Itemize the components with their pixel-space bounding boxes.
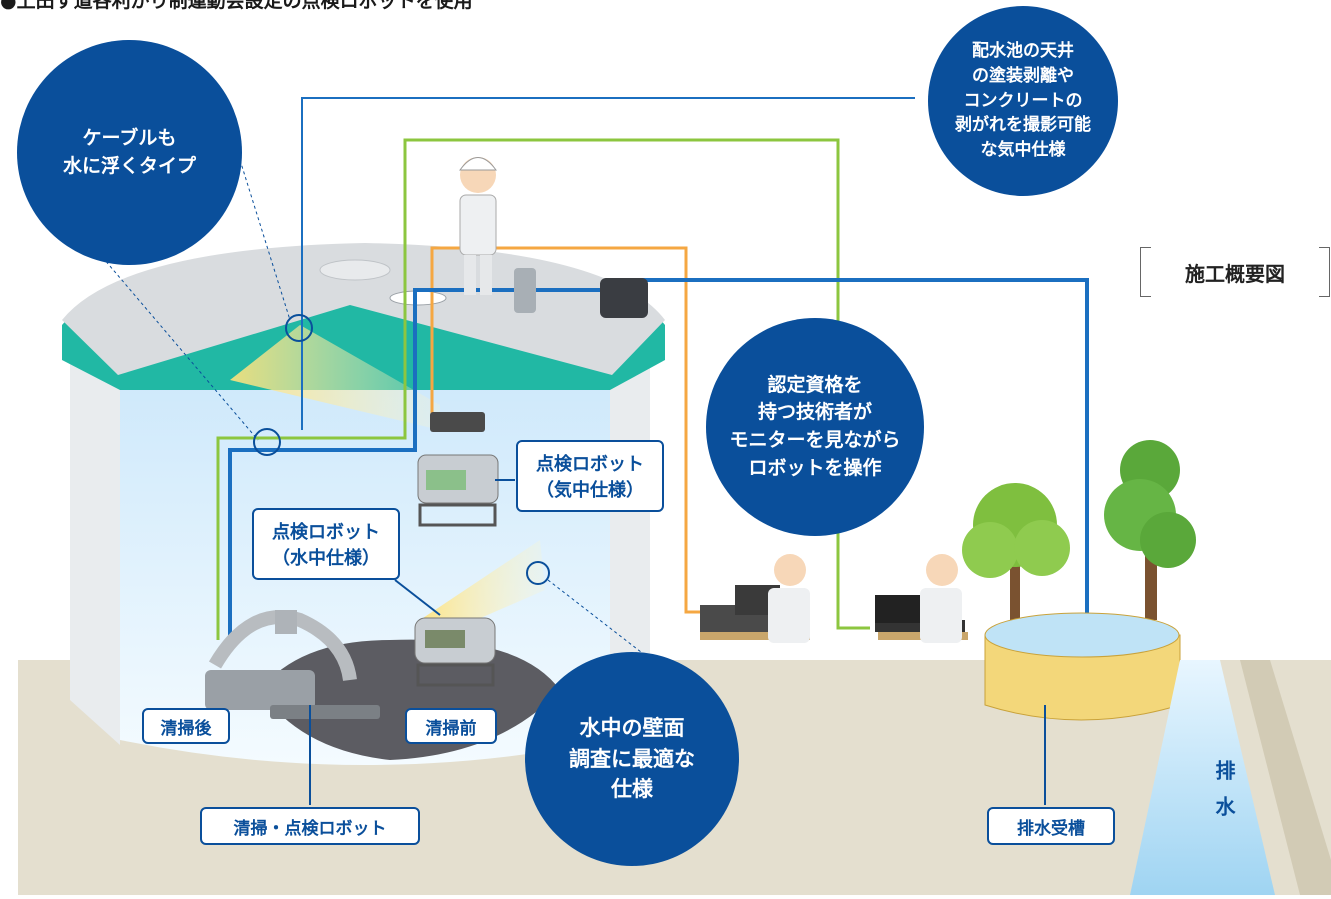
drain-receiving-tank [984, 612, 1181, 721]
page-heading: ●上田す道各利がり制運動会設定の点検ロボットを使用 [0, 0, 473, 12]
operator-desk-1 [700, 554, 810, 643]
operator-on-roof [459, 157, 497, 295]
diagram-legend: 施工概要図 [1140, 247, 1330, 297]
drain-channel [1130, 660, 1275, 895]
label-cleaning-robot: 清掃・点検ロボット [200, 807, 420, 845]
cleaning-robot [205, 610, 380, 719]
water-inspection-robot [414, 617, 496, 687]
channel-wall [1240, 660, 1331, 895]
label-drain-tank: 排水受槽 [987, 807, 1115, 845]
bubble-underwater-wall: 水中の壁面 調査に最適な 仕様 [525, 652, 739, 866]
beam-air-robot [230, 325, 440, 430]
tank-wall-left [70, 360, 120, 745]
pointer-ring-cable-1 [285, 314, 313, 342]
bubble-certified-operator: 認定資格を 持つ技術者が モニターを見ながら ロボットを操作 [706, 318, 924, 536]
manhole [389, 290, 447, 306]
drain-label: 排水 [1212, 760, 1236, 832]
label-after-cleaning: 清掃後 [142, 708, 230, 744]
leader-cable [74, 159, 291, 441]
cable-orange [430, 246, 700, 614]
leader-water-robot [394, 579, 441, 616]
pointer-ring-wall [526, 561, 550, 585]
tree-left [962, 483, 1070, 630]
pointer-ring-cable-2 [253, 428, 281, 456]
cable-blue-lower [228, 300, 417, 650]
bubble-cable-floats: ケーブルも 水に浮くタイプ [17, 40, 242, 265]
roof-hatch [319, 259, 391, 281]
cable-blue-top [301, 97, 915, 430]
cable-green [216, 138, 870, 640]
hose-blue [413, 278, 1089, 650]
air-inspection-robot [417, 412, 499, 527]
operator-desk-2 [875, 554, 968, 643]
pump-unit [600, 278, 648, 318]
tree-right [1104, 440, 1196, 620]
filter-unit [514, 268, 536, 313]
label-water-robot: 点検ロボット （水中仕様） [252, 508, 400, 580]
label-before-cleaning: 清掃前 [405, 708, 497, 744]
beam-water-robot [420, 540, 545, 640]
bubble-ceiling-inspection: 配水池の天井 の塗装剥離や コンクリートの 剥がれを撮影可能 な気中仕様 [928, 6, 1118, 196]
label-air-robot: 点検ロボット （気中仕様） [516, 440, 664, 512]
